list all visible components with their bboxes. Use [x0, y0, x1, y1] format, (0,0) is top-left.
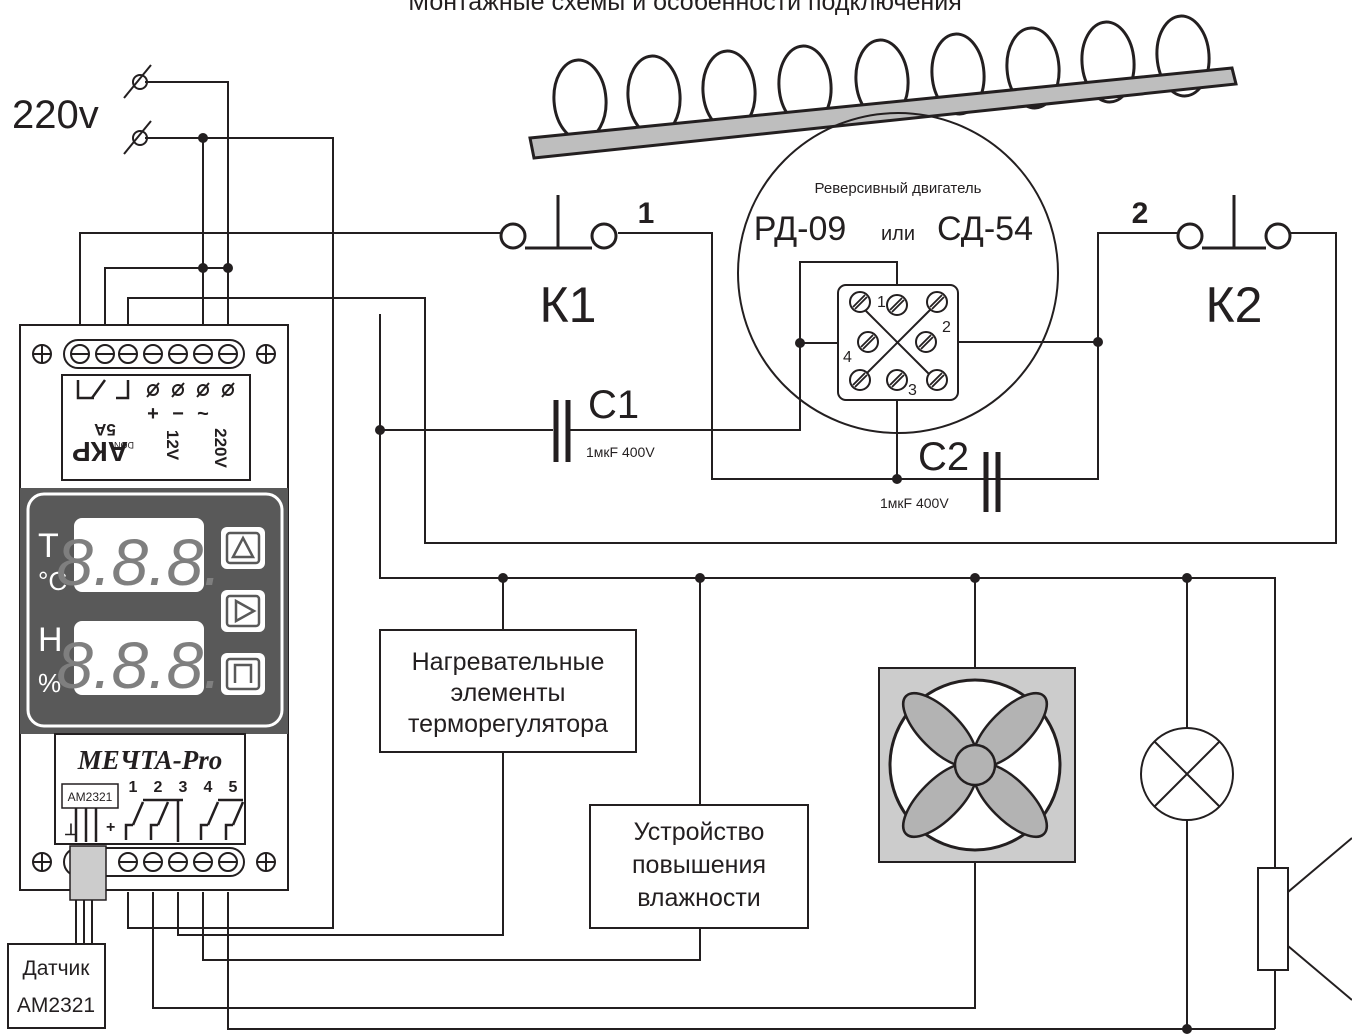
humidifier-line-1: Устройство: [634, 818, 765, 846]
channel-2: 2: [154, 779, 163, 796]
sensor-line-1: Датчик: [23, 957, 91, 980]
junctions: [198, 133, 1192, 1034]
next-button[interactable]: [221, 590, 265, 632]
voltage-12v: 12V: [163, 430, 182, 461]
display-panel: T °C 8.8.8. H % 8.8.8.: [20, 488, 288, 734]
sensor-connector: [69, 845, 107, 901]
switch-k2: [1176, 195, 1292, 250]
channel-3: 3: [179, 779, 188, 796]
power-input: 220v: [12, 64, 152, 155]
humidity-letter: H: [38, 621, 63, 659]
brand-akp-logo: АКР: [72, 436, 128, 467]
speaker-icon: [1257, 837, 1352, 1001]
humidity-digits: 8.8.8.: [56, 628, 221, 702]
channel-5: 5: [229, 779, 238, 796]
egg-tray-illustration: [528, 14, 1238, 160]
switch-k2-label: К2: [1206, 277, 1263, 333]
switch-k1: [499, 195, 618, 250]
channel-1: 1: [129, 779, 138, 796]
switch-k2-number: 2: [1132, 197, 1149, 230]
humidifier-box: Устройство повышения влажности: [589, 804, 809, 929]
reversible-motor: Реверсивный двигатель РД-09 или СД-54 1 …: [737, 112, 1059, 434]
heater-line-2: элементы: [450, 679, 565, 707]
up-button[interactable]: [221, 527, 265, 569]
sensor-box: Датчик AM2321: [7, 943, 106, 1029]
capacitor-c2: C2 1мкF 400V: [880, 435, 1001, 512]
capacitor-c2-label: C2: [918, 435, 969, 479]
temperature-unit: °C: [38, 566, 67, 596]
terminal-plus-mark: +: [147, 403, 159, 425]
humidity-readout: [74, 621, 204, 695]
voltage-220v: 220V: [211, 428, 230, 468]
power-label: 220v: [12, 93, 99, 137]
capacitor-c1-rating: 1мкF 400V: [586, 444, 655, 460]
menu-button[interactable]: [221, 653, 265, 695]
top-terminal-strip: [32, 339, 276, 369]
brand-mechta-pro: МЕЧТА-Pro: [77, 745, 223, 775]
top-label-plate: 5A + − ~ 12V 220V АКР DON: [61, 374, 251, 481]
p-menu-icon: [233, 663, 253, 683]
motor-pin-4: 4: [843, 349, 852, 366]
humidifier-line-3: влажности: [637, 884, 761, 912]
triangle-up-icon: [230, 535, 256, 559]
sensor-line-2: AM2321: [17, 994, 95, 1017]
ground-mark: ⊥: [64, 822, 78, 839]
triangle-right-icon: [234, 598, 257, 624]
page-title: Монтажные схемы и особенности подключени…: [408, 0, 962, 16]
heater-line-1: Нагревательные: [412, 648, 605, 676]
relay-rating: 5A: [94, 420, 116, 439]
switch-k1-number: 1: [638, 197, 655, 230]
wires: [75, 81, 1337, 1030]
capacitor-c1: C1 1мкF 400V: [553, 383, 655, 462]
brand-akp-small: DON: [114, 440, 134, 450]
temperature-letter: T: [38, 527, 59, 565]
switch-k1-label: К1: [540, 277, 597, 333]
capacitor-c2-rating: 1мкF 400V: [880, 495, 949, 511]
bottom-label-plate: МЕЧТА-Pro AM2321 1 2 3 4 5 ⊥ +: [54, 733, 246, 845]
sensor-port-label: AM2321: [68, 790, 113, 804]
motor-title: Реверсивный двигатель: [815, 180, 982, 197]
controller-unit: 5A + − ~ 12V 220V АКР DON T °C 8.8.8. H …: [19, 324, 289, 901]
motor-model-a: РД-09: [754, 210, 847, 248]
heater-line-3: терморегулятора: [408, 710, 608, 738]
motor-pin-2: 2: [942, 319, 951, 336]
motor-model-b: СД-54: [937, 210, 1033, 248]
motor-pin-1: 1: [877, 294, 886, 311]
humidity-unit: %: [38, 668, 61, 698]
fan-icon: [878, 667, 1076, 863]
terminal-l2-icon: [132, 130, 148, 146]
terminal-l1-icon: [132, 74, 148, 90]
sensor-plus-mark: +: [106, 819, 115, 836]
motor-pin-3: 3: [908, 382, 917, 399]
capacitor-c1-label: C1: [588, 383, 639, 427]
temperature-digits: 8.8.8.: [56, 525, 221, 599]
humidifier-line-2: повышения: [632, 851, 766, 879]
lamp-icon: [1140, 727, 1234, 821]
terminal-tilde-mark: ~: [197, 403, 209, 425]
motor-model-separator: или: [881, 223, 915, 245]
heater-box: Нагревательные элементы терморегулятора: [379, 629, 637, 753]
terminal-minus-mark: −: [172, 403, 184, 425]
motor-outline: [737, 112, 1059, 434]
channel-4: 4: [204, 779, 213, 796]
bottom-terminal-strip: [32, 845, 276, 901]
temperature-readout: [74, 518, 204, 592]
